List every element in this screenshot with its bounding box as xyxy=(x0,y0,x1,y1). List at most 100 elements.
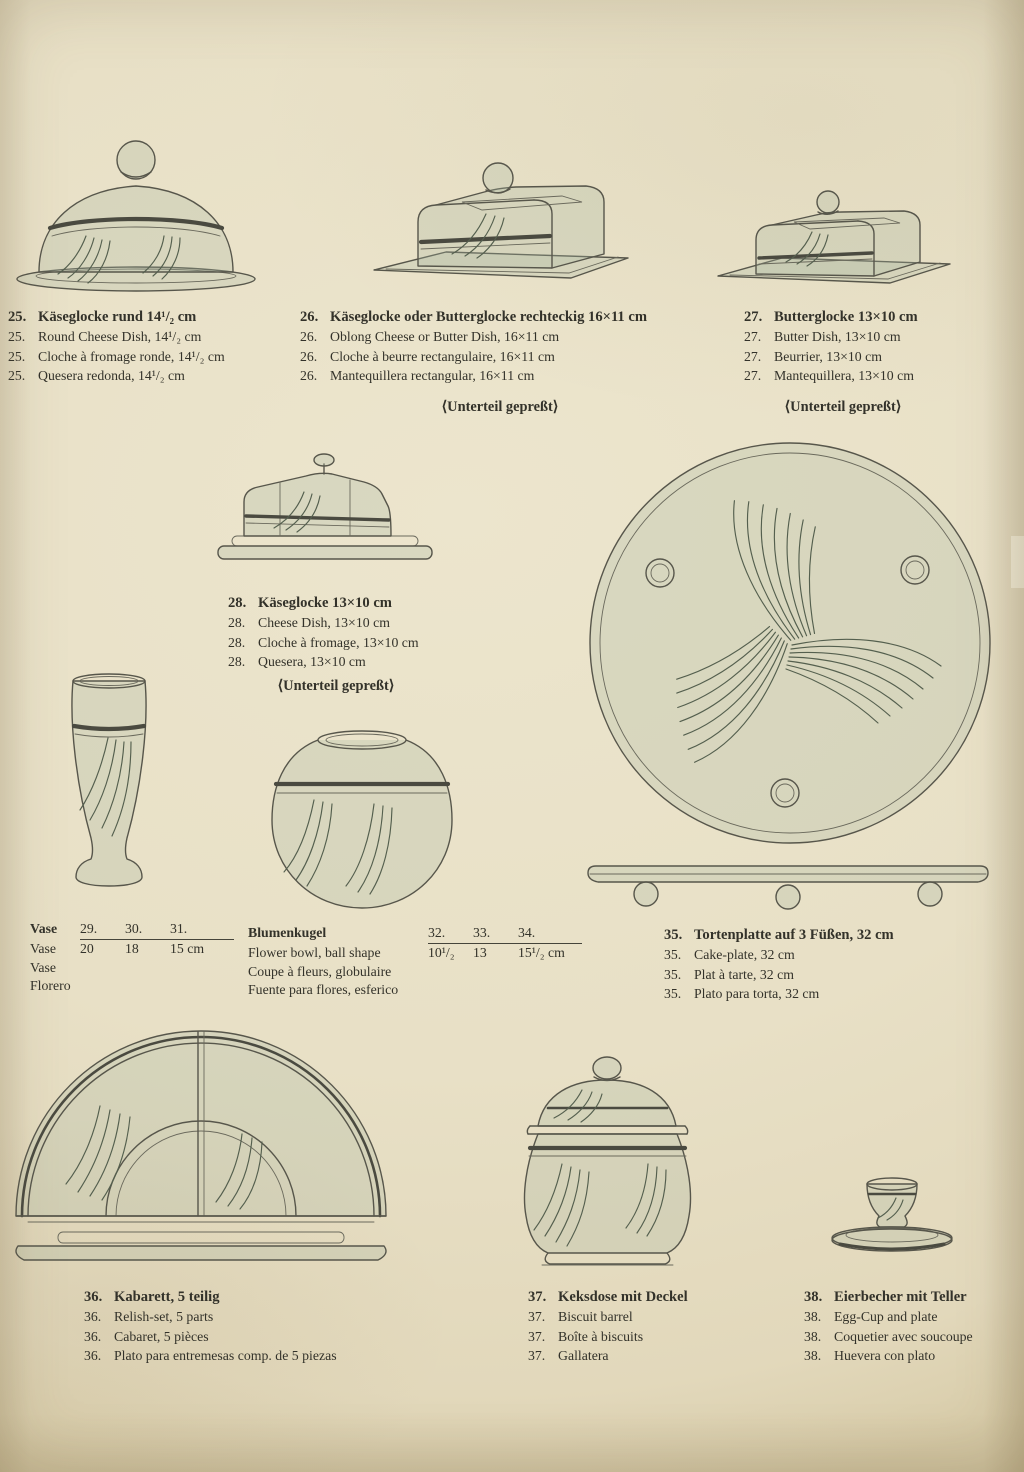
illustration-cake-plate-side xyxy=(587,856,989,911)
caption-title: 26.Käseglocke oder Butterglocke rechteck… xyxy=(300,308,647,327)
table-label-es-row: Florero xyxy=(30,977,234,996)
item-number: 35. xyxy=(664,986,682,1002)
item-number: 25. xyxy=(8,368,26,384)
col-31: 31. xyxy=(170,920,234,940)
caption-text: Käseglocke 13×10 cm xyxy=(258,595,392,611)
caption-es: 38. Huevera con plato xyxy=(804,1346,973,1365)
caption-item-35: 35.Tortenplatte auf 3 Füßen, 32 cm 35.Ca… xyxy=(664,926,894,1004)
col-30: 30. xyxy=(125,920,170,940)
item-number: 25. xyxy=(8,348,26,364)
caption-fr: 36. Cabaret, 5 pièces xyxy=(84,1327,337,1346)
cake-plate-top-drawing xyxy=(589,442,991,844)
caption-text: Cloche à beurre rectangulaire, 16×11 cm xyxy=(330,348,555,364)
caption-text: Huevera con plato xyxy=(834,1348,936,1364)
caption-text: Quesera, 13×10 cm xyxy=(258,654,366,670)
item-number: 36. xyxy=(84,1328,102,1344)
caption-en: 27. Butter Dish, 13×10 cm xyxy=(744,327,918,346)
vase-drawing xyxy=(71,673,147,887)
caption-text: Butter Dish, 13×10 cm xyxy=(774,329,901,345)
table-label-es-row: Fuente para flores, esferico xyxy=(248,981,582,1000)
oblong-butter-dish-drawing xyxy=(373,162,629,279)
item-number: 36. xyxy=(84,1348,102,1364)
caption-text: Keksdose mit Deckel xyxy=(558,1289,688,1305)
caption-fr: 35. Plat à tarte, 32 cm xyxy=(664,965,894,984)
caption-text: Egg-Cup and plate xyxy=(834,1309,938,1325)
caption-item-25: 25. Käseglocke rund 14¹/₂ cm 25.Round Che… xyxy=(8,308,225,386)
caption-text: Käseglocke oder Butterglocke rechteckig … xyxy=(330,309,648,325)
caption-text: Cabaret, 5 pièces xyxy=(114,1328,209,1344)
caption-item-27: 27.Butterglocke 13×10 cm 27.Butter Dish,… xyxy=(744,308,918,386)
scan-artifact xyxy=(1011,536,1024,588)
illustration-oblong-butter-dish xyxy=(366,158,636,293)
table-label-es: Florero xyxy=(30,978,71,994)
table-label-fr-row: Vase xyxy=(30,959,234,978)
table-label-es: Fuente para flores, esferico xyxy=(248,982,399,998)
illustration-relish-set xyxy=(8,1016,393,1271)
caption-en: 26.Oblong Cheese or Butter Dish, 16×11 c… xyxy=(300,327,647,346)
caption-text: Plat à tarte, 32 cm xyxy=(694,966,794,982)
caption-fr: 27.Beurrier, 13×10 cm xyxy=(744,347,918,366)
item-number: 38. xyxy=(804,1348,822,1364)
caption-fr: 37.Boîte à biscuits xyxy=(528,1327,688,1346)
illustration-cake-plate-top xyxy=(585,438,995,858)
caption-en: 25.Round Cheese Dish, 14¹/₂ cm xyxy=(8,327,225,346)
item-number: 27. xyxy=(744,329,762,345)
item-number: 25. xyxy=(8,309,27,325)
value-30: 18 xyxy=(125,940,139,956)
illustration-biscuit-barrel xyxy=(500,1052,715,1270)
caption-text: Cloche à fromage ronde, 14¹/₂ cm xyxy=(38,348,225,364)
caption-es: 26. Mantequillera rectangular, 16×11 cm xyxy=(300,366,647,385)
caption-en: 36.Relish-set, 5 parts xyxy=(84,1307,337,1326)
caption-en: 35.Cake-plate, 32 cm xyxy=(664,945,894,964)
item-number: 28. xyxy=(228,615,246,631)
item-number: 38. xyxy=(804,1289,823,1305)
caption-text: Mantequillera rectangular, 16×11 cm xyxy=(330,368,535,384)
caption-text: Käseglocke rund 14¹/₂ cm xyxy=(38,309,197,325)
item-number: 26. xyxy=(300,329,318,345)
cheese-dish-drawing xyxy=(217,453,433,560)
caption-text: Plato para torta, 32 cm xyxy=(694,986,820,1002)
caption-text: Cheese Dish, 13×10 cm xyxy=(258,615,390,631)
caption-text: Plato para entremesas comp. de 5 piezas xyxy=(114,1348,337,1364)
illustration-cheese-dish xyxy=(208,436,438,566)
caption-title: 36.Kabarett, 5 teilig xyxy=(84,1288,337,1307)
caption-item-37: 37.Keksdose mit Deckel 37.Biscuit barrel… xyxy=(528,1288,688,1366)
caption-fr: 38. Coquetier avec soucoupe xyxy=(804,1327,973,1346)
illustration-round-cheese-dish xyxy=(14,124,264,294)
caption-text: Coquetier avec soucoupe xyxy=(834,1328,973,1344)
round-cheese-dish-drawing xyxy=(16,140,256,292)
caption-item-38: 38.Eierbecher mit Teller 38.Egg-Cup and … xyxy=(804,1288,973,1366)
caption-es: 27. Mantequillera, 13×10 cm xyxy=(744,366,918,385)
illustration-vase xyxy=(52,670,167,900)
col-29: 29. xyxy=(80,920,125,940)
item-number: 35. xyxy=(664,966,682,982)
caption-text: Mantequillera, 13×10 cm xyxy=(774,368,914,384)
caption-text: Biscuit barrel xyxy=(558,1309,633,1325)
item-number: 26. xyxy=(300,348,318,364)
caption-fr: 28.Cloche à fromage, 13×10 cm xyxy=(228,633,419,652)
col-33: 33. xyxy=(473,924,518,944)
table-label-en: Flower bowl, ball shape xyxy=(248,944,381,960)
table-label-fr: Coupe à fleurs, globulaire xyxy=(248,963,392,979)
caption-fr: 25. Cloche à fromage ronde, 14¹/₂ cm xyxy=(8,347,225,366)
biscuit-barrel-drawing xyxy=(523,1056,692,1266)
item-number: 38. xyxy=(804,1328,822,1344)
item-number: 26. xyxy=(300,368,318,384)
table-label-de: Blumenkugel xyxy=(248,925,327,940)
table-label-en: Vase xyxy=(30,940,57,956)
caption-item-36: 36.Kabarett, 5 teilig 36.Relish-set, 5 p… xyxy=(84,1288,337,1366)
item-number: 27. xyxy=(744,368,762,384)
caption-title: 25. Käseglocke rund 14¹/₂ cm xyxy=(8,308,225,327)
item-number: 36. xyxy=(84,1289,103,1305)
caption-item-26: 26. Käseglocke oder Butterglocke rechteck… xyxy=(300,308,647,386)
item-number: 38. xyxy=(804,1309,822,1325)
egg-cup-drawing xyxy=(831,1177,953,1252)
cake-plate-side-drawing xyxy=(587,865,989,910)
caption-text: Quesera redonda, 14¹/₂ cm xyxy=(38,368,185,384)
caption-title: 37.Keksdose mit Deckel xyxy=(528,1288,688,1307)
value-34: 15¹/₂ cm xyxy=(518,944,565,960)
